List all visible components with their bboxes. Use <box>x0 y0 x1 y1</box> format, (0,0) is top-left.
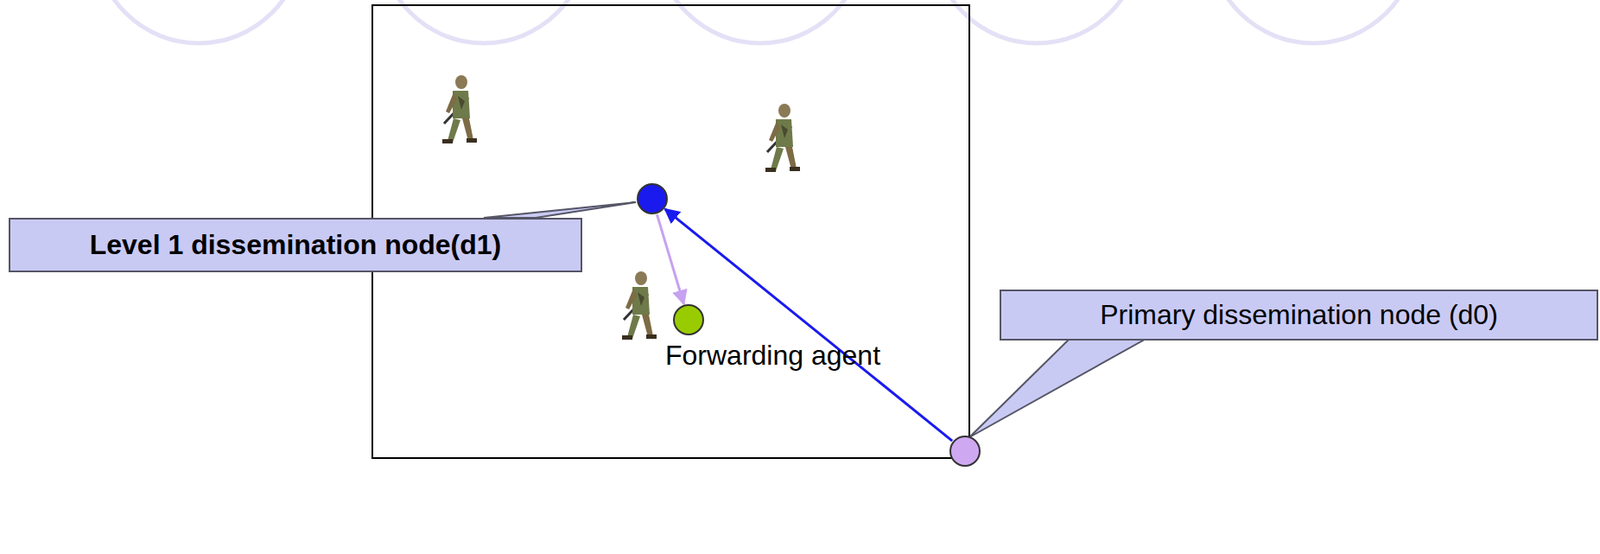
callout-box: Primary dissemination node (d0) <box>999 289 1599 341</box>
dissemination-node: Forwarding agent <box>673 304 705 336</box>
callout-pointer <box>483 202 636 218</box>
soldier <box>765 103 800 172</box>
soldier <box>442 75 477 144</box>
dissemination-node: Primary dissemination node (d0) <box>949 435 981 467</box>
dissemination-node: Level 1 dissemination node(d1) <box>636 183 668 215</box>
callout-pointer <box>969 336 1150 438</box>
node-label: Forwarding agent <box>665 340 881 371</box>
callout-box: Level 1 dissemination node(d1) <box>8 217 583 273</box>
soldier <box>622 271 657 340</box>
node-text: Primary dissemination node (d0) <box>1099 299 1499 331</box>
node-text: Level 1 dissemination node(d1) <box>89 229 502 261</box>
link-arrow <box>665 209 953 441</box>
link-arrow <box>656 214 684 305</box>
node-text: Forwarding agent <box>665 339 881 371</box>
decor-arcs <box>95 0 1417 44</box>
